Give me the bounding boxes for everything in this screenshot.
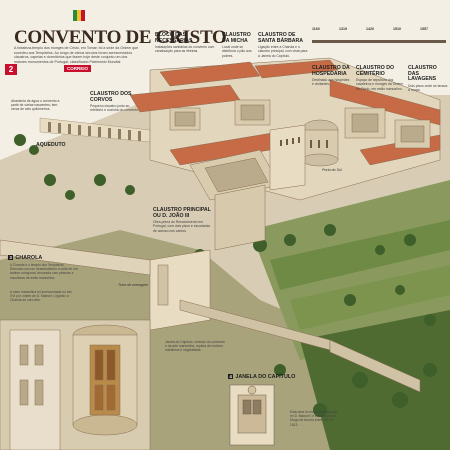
timeline-mark: 1160 bbox=[312, 27, 320, 31]
charola-text: A Charola é o templo dos Templários. Rot… bbox=[10, 263, 78, 280]
timeline-mark: 1557 bbox=[420, 27, 428, 31]
page-title: CONVENTO DE CRISTO bbox=[14, 27, 227, 48]
caption-gate: Porta do Sol bbox=[322, 168, 342, 172]
timeline: 1160 1319 1420 1510 1557 bbox=[312, 27, 446, 44]
timeline-mark: 1510 bbox=[393, 27, 401, 31]
section-badge: 2 bbox=[5, 64, 17, 75]
timeline-mark: 1319 bbox=[339, 27, 347, 31]
janela-text: Janela do Capítulo, símbolo do convento … bbox=[165, 340, 225, 353]
brand-logo-icon bbox=[73, 10, 85, 21]
intro-text: A fortaleza-templo dos monges de Cristo,… bbox=[14, 46, 139, 64]
side-text: A nave manuelina foi acrescentada no séc… bbox=[10, 290, 73, 303]
timeline-bar bbox=[312, 40, 446, 43]
label-aqueduto-title: AQUEDUTO bbox=[36, 142, 66, 148]
brand-tag: CORREIO bbox=[64, 65, 92, 72]
caption-castle: Torre de menagem bbox=[118, 283, 149, 287]
bottom-text: Esta obra foi encomendada pelo rei D. Ma… bbox=[290, 410, 338, 427]
label-aqueduto: Abastecia de água o convento a partir de… bbox=[10, 98, 67, 113]
timeline-mark: 1420 bbox=[366, 27, 374, 31]
